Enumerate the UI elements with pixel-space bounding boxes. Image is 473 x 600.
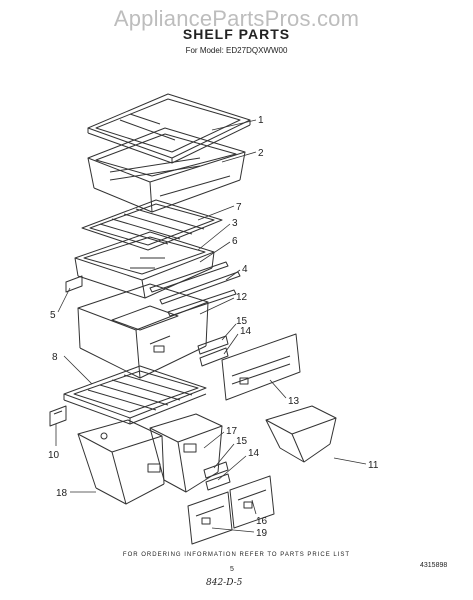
part-label-3: 3	[232, 218, 238, 229]
part-4-rail	[159, 271, 241, 317]
part-12-crisper-drawer	[77, 283, 209, 379]
part-label-12: 12	[236, 292, 248, 303]
part-16-pan-front	[229, 475, 275, 529]
part-6-rail	[149, 261, 229, 293]
part-label-17: 17	[226, 426, 238, 437]
part-label-15-lower: 15	[236, 436, 248, 447]
part-17-pan-right	[149, 413, 223, 493]
page-number: 5	[230, 566, 234, 573]
model-line: For Model: ED27DQXWW00	[185, 46, 288, 55]
part-8-wire-shelf	[63, 365, 207, 425]
part-label-1: 1	[258, 115, 264, 126]
part-15-slide-lower	[203, 461, 229, 479]
part-2-tray	[87, 127, 246, 213]
part-label-14-upper: 14	[240, 326, 252, 337]
part-label-2: 2	[258, 148, 264, 159]
part-14-slide-upper	[199, 347, 229, 367]
part-label-5: 5	[50, 310, 56, 321]
part-label-11: 11	[368, 460, 379, 471]
part-label-4: 4	[242, 264, 248, 275]
part-label-13: 13	[288, 396, 300, 407]
part-label-6: 6	[232, 236, 238, 247]
part-18-pan-left	[77, 419, 165, 505]
part-19-pan-front	[187, 491, 233, 545]
part-1-glass-shelf	[87, 93, 251, 164]
part-label-19: 19	[256, 528, 268, 539]
handwritten-note: 842-D-5	[206, 578, 243, 588]
page-title: SHELF PARTS	[182, 26, 291, 42]
part-label-7: 7	[236, 202, 242, 213]
part-label-14-lower: 14	[248, 448, 260, 459]
part-label-15-upper: 15	[236, 316, 248, 327]
part-label-18: 18	[56, 488, 68, 499]
part-3-shelf-frame	[74, 231, 215, 299]
part-11-bin	[265, 405, 337, 463]
part-label-16: 16	[256, 516, 268, 527]
part-13-drawer-front	[221, 333, 301, 401]
part-14-slide-lower	[205, 473, 231, 491]
part-5-bracket	[65, 275, 83, 293]
watermark: AppliancePartsPros.com	[113, 6, 360, 31]
ordering-note: FOR ORDERING INFORMATION REFER TO PARTS …	[122, 552, 351, 558]
part-15-slide-upper	[197, 335, 229, 355]
part-10-bracket	[49, 405, 67, 427]
leader-lines	[55, 119, 367, 533]
document-number: 4315898	[420, 562, 448, 569]
part-label-10: 10	[48, 450, 60, 461]
part-label-8: 8	[52, 352, 58, 363]
